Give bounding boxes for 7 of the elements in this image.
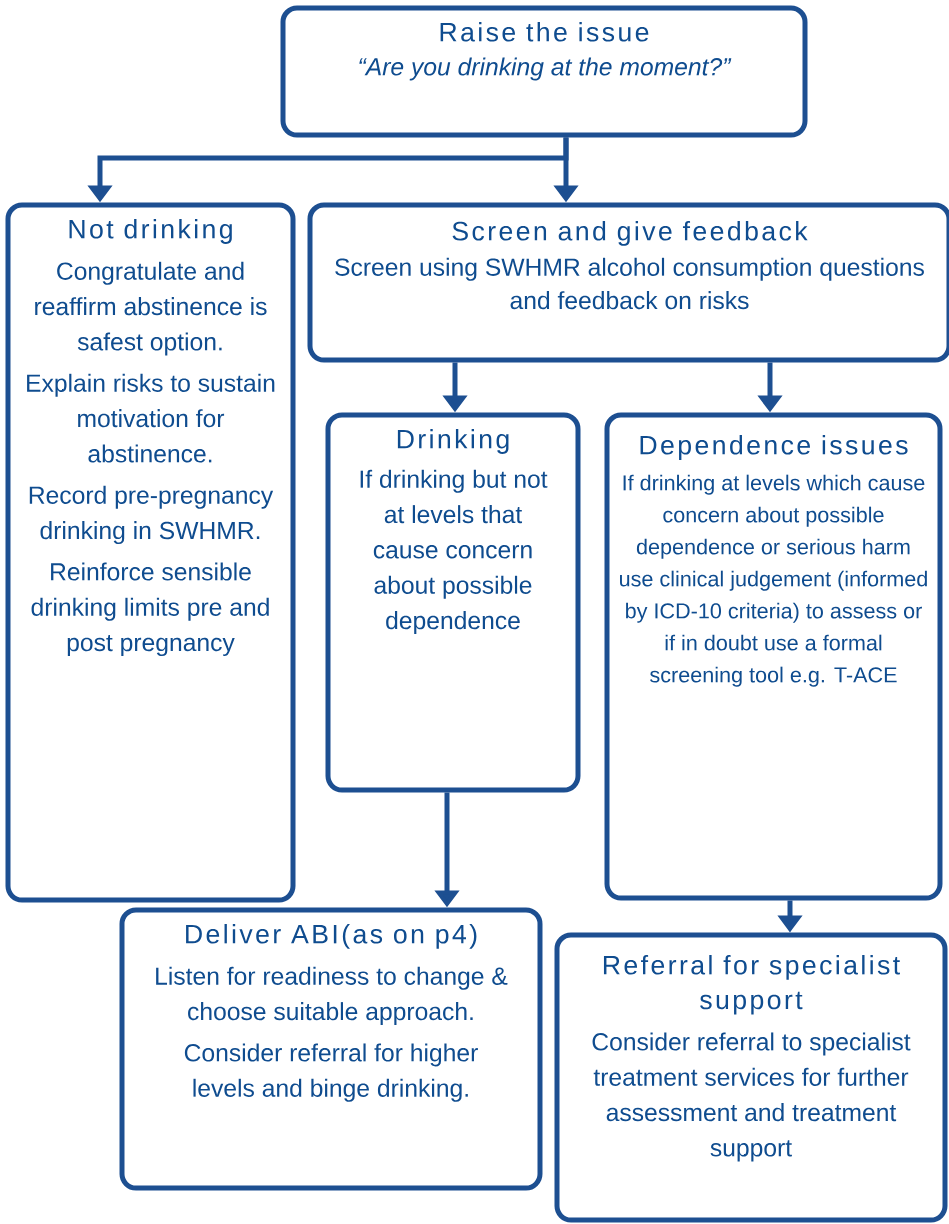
action-box: Referral for specialist support Consider referral to specialist treatment services for further assessment and treatment support: [554, 932, 948, 1223]
outcome-box: Dependence issues If drinking at levels which cause concern about possible dependence or serious harm use clinical judgement (informed by ICD-10 criteria) to assess or if in doubt use a formal screening tool e.g. T-ACE: [604, 412, 943, 901]
process-box: Screen and give feedback Screen using SWHMR alcohol consumption questions and feedback on risks: [307, 202, 949, 363]
action-box: Deliver ABI(as on p4) Listen for readiness to change & choose suitable approach. Consider referral for higher levels and binge drinking.: [119, 907, 543, 1191]
outcome-box: Not drinking Congratulate and reaffirm abstinence is safest option. Explain risks to sustain motivation for abstinence. Record pre-pregnancy drinking in SWHMR. Reinforce sensible drinking limits pre and post pregnancy: [5, 202, 296, 903]
outcome-box: Drinking If drinking but not at levels that cause concern about possible dependence: [325, 412, 581, 793]
process-box: Raise the issue “Are you drinking at the moment?”: [280, 5, 808, 138]
